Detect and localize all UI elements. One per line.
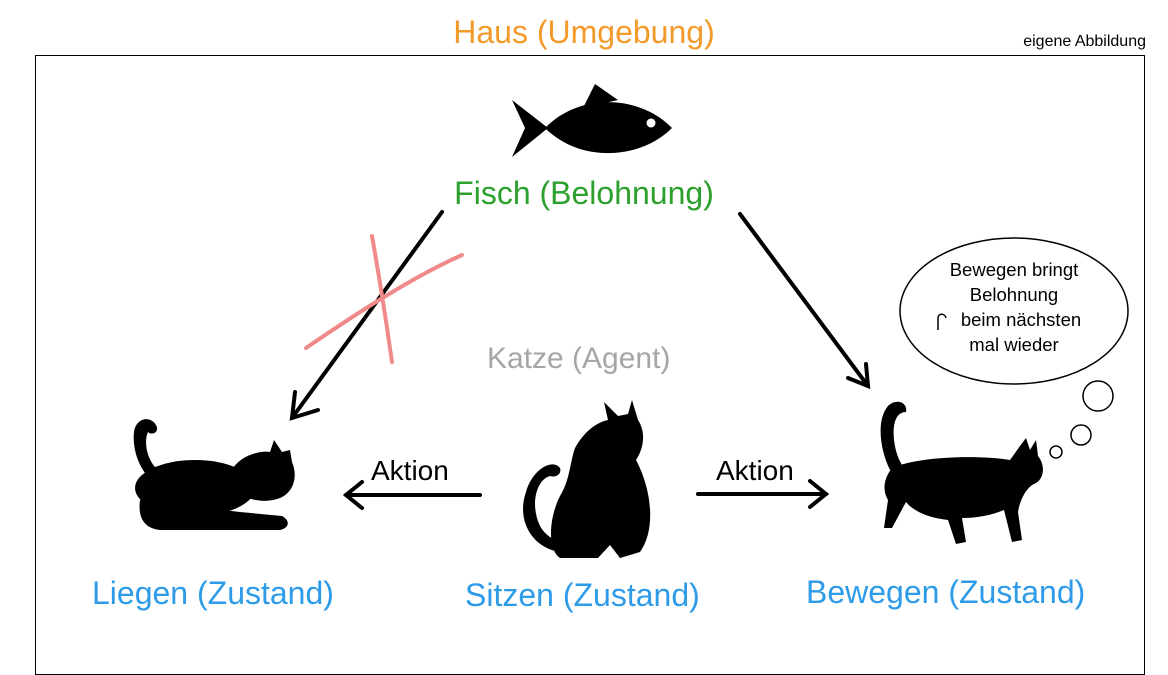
thought-bubble	[899, 237, 1129, 459]
cat-walking-icon	[880, 401, 1043, 544]
curved-arrow-icon	[937, 313, 947, 330]
action-arrow-right	[696, 479, 830, 509]
reward-label: Fisch (Belohnung)	[454, 175, 714, 211]
image-credit: eigene Abbildung	[1023, 33, 1146, 50]
environment-title: Haus (Umgebung)	[453, 14, 715, 50]
action-right-label: Aktion	[716, 455, 794, 486]
arrow-reward-to-lie	[289, 210, 444, 421]
thought-line-3: beim nächsten	[960, 309, 1082, 330]
thought-line-2: Belohnung	[969, 284, 1059, 305]
thought-text: Bewegen bringt Belohnung beim nächsten m…	[914, 257, 1114, 357]
fish-icon	[512, 84, 672, 157]
state-sit-label: Sitzen (Zustand)	[465, 577, 700, 613]
agent-label: Katze (Agent)	[487, 342, 671, 375]
cat-sitting-icon	[523, 400, 651, 558]
cat-lying-icon	[133, 419, 295, 530]
state-move-label: Bewegen (Zustand)	[806, 574, 1086, 610]
thought-line-4: mal wieder	[969, 334, 1059, 355]
action-left-label: Aktion	[371, 455, 449, 486]
arrow-reward-to-move	[738, 212, 871, 390]
state-lie-label: Liegen (Zustand)	[92, 575, 334, 611]
thought-line-1: Bewegen bringt	[949, 259, 1079, 280]
cross-out-mark	[304, 234, 464, 364]
action-arrow-left	[342, 480, 482, 510]
diagram-artwork	[133, 84, 1129, 558]
